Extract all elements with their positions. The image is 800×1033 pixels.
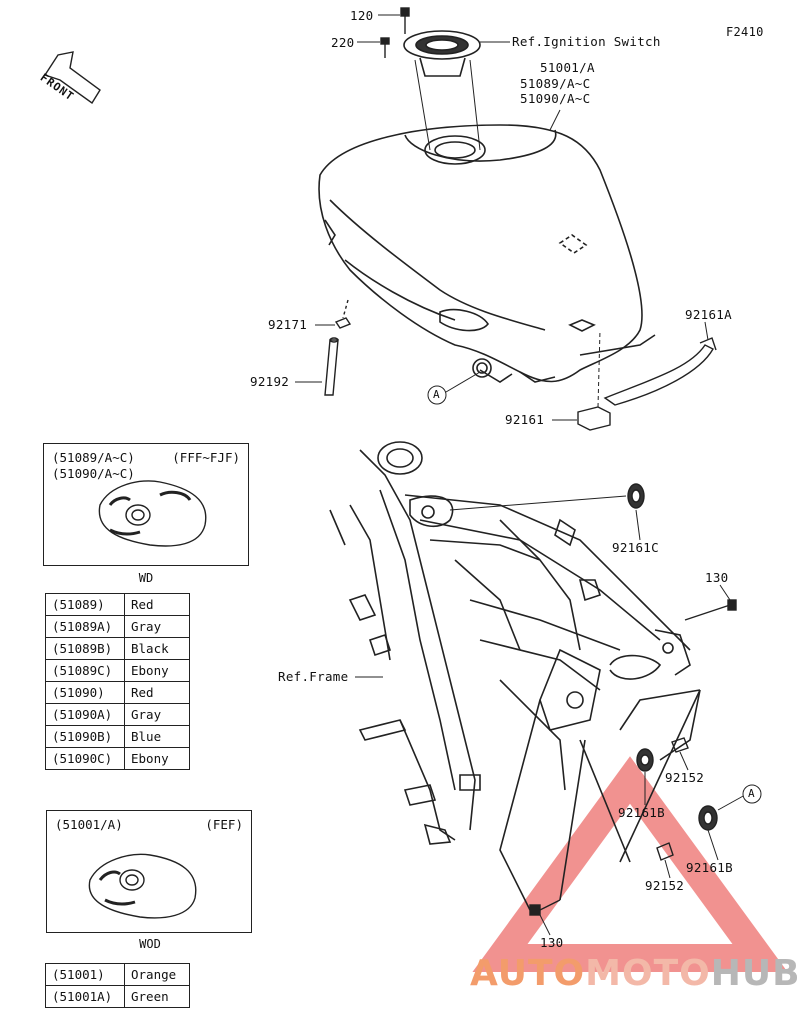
color-table-1-row: (51090)Red bbox=[45, 681, 190, 704]
color-name-cell: Red bbox=[124, 681, 190, 704]
variant-box-wd: (51089/A~C) (51090/A~C) (FFF~FJF) bbox=[43, 443, 249, 566]
color-code-cell: (51089A) bbox=[45, 615, 125, 638]
watermark-hub: HUB bbox=[710, 953, 800, 994]
watermark-auto: AUTO bbox=[470, 953, 586, 994]
label-130-right: 130 bbox=[705, 570, 729, 585]
box-wd-header-line1: (51089/A~C) bbox=[52, 450, 135, 465]
label-92152-a: 92152 bbox=[665, 770, 705, 785]
label-92161B-b: 92161B bbox=[686, 860, 733, 875]
box-wod-header-right: (FEF) bbox=[205, 817, 243, 832]
color-code-cell: (51089) bbox=[45, 593, 125, 616]
color-table-2: (51001)Orange(51001A)Green bbox=[45, 963, 190, 1008]
label-92152-b: 92152 bbox=[645, 878, 685, 893]
box-wd-header-line2: (51090/A~C) bbox=[52, 466, 135, 481]
color-table-1-row: (51090A)Gray bbox=[45, 703, 190, 726]
color-code-cell: (51090B) bbox=[45, 725, 125, 748]
color-name-cell: Green bbox=[124, 985, 190, 1008]
color-table-1-row: (51089C)Ebony bbox=[45, 659, 190, 682]
color-table-1-row: (51090C)Ebony bbox=[45, 747, 190, 770]
color-code-cell: (51001) bbox=[45, 963, 125, 986]
tank-cap bbox=[403, 30, 481, 151]
screw-220 bbox=[357, 37, 390, 58]
label-92171: 92171 bbox=[268, 317, 308, 332]
frame bbox=[329, 441, 701, 911]
box-wod-header-left: (51001/A) bbox=[55, 817, 123, 832]
color-name-cell: Gray bbox=[124, 615, 190, 638]
watermark-moto: MOTO bbox=[585, 953, 711, 994]
color-name-cell: Blue bbox=[124, 725, 190, 748]
label-92161A: 92161A bbox=[685, 307, 732, 322]
strip-92161A bbox=[603, 321, 717, 406]
color-table-1-row: (51090B)Blue bbox=[45, 725, 190, 748]
color-table-1-row: (51089B)Black bbox=[45, 637, 190, 660]
inset-tank-wd bbox=[98, 480, 207, 547]
color-code-cell: (51001A) bbox=[45, 985, 125, 1008]
label-ref-frame: Ref.Frame bbox=[278, 669, 349, 684]
box-wd-header-right: (FFF~FJF) bbox=[172, 450, 240, 465]
bolt-130-right bbox=[684, 584, 737, 621]
color-table-1: (51089)Red(51089A)Gray(51089B)Black(5108… bbox=[45, 593, 190, 770]
color-code-cell: (51090A) bbox=[45, 703, 125, 726]
ref-circle-a2 bbox=[742, 784, 762, 804]
color-name-cell: Ebony bbox=[124, 747, 190, 770]
box-wd-header-left: (51089/A~C) (51090/A~C) bbox=[52, 450, 135, 482]
color-table-1-row: (51089A)Gray bbox=[45, 615, 190, 638]
color-table-1-row: (51089)Red bbox=[45, 593, 190, 616]
box-wd-caption: WD bbox=[138, 571, 154, 585]
label-92161: 92161 bbox=[505, 412, 545, 427]
leader-tank bbox=[549, 109, 561, 131]
grommet-92161C bbox=[449, 483, 645, 541]
label-92192: 92192 bbox=[250, 374, 290, 389]
collar-92152-b bbox=[656, 842, 674, 879]
label-tank-51089: 51089/A~C bbox=[520, 76, 591, 91]
watermark-text: AUTOMOTOHUB bbox=[470, 956, 800, 992]
ref-a1-letter: A bbox=[433, 388, 440, 401]
fuel-tank bbox=[318, 124, 656, 383]
hose-92192 bbox=[295, 337, 339, 396]
label-92161B-a: 92161B bbox=[618, 805, 665, 820]
box-wod-caption: WOD bbox=[139, 937, 161, 951]
front-arrow bbox=[43, 51, 101, 105]
diagram-code: F2410 bbox=[726, 25, 764, 39]
label-tank-51090: 51090/A~C bbox=[520, 91, 591, 106]
color-code-cell: (51089C) bbox=[45, 659, 125, 682]
label-92161C: 92161C bbox=[612, 540, 659, 555]
color-code-cell: (51089B) bbox=[45, 637, 125, 660]
color-table-2-row: (51001)Orange bbox=[45, 963, 190, 986]
color-code-cell: (51090C) bbox=[45, 747, 125, 770]
label-tank-51001: 51001/A bbox=[540, 60, 595, 75]
pad-92161 bbox=[552, 329, 611, 431]
label-120-top: 120 bbox=[350, 8, 374, 23]
color-name-cell: Gray bbox=[124, 703, 190, 726]
grommet-92161B-a bbox=[636, 748, 654, 805]
label-130-bottom: 130 bbox=[540, 935, 564, 950]
variant-box-wod: (51001/A) (FEF) bbox=[46, 810, 252, 933]
clip-92171 bbox=[315, 299, 352, 329]
inset-tank-wod bbox=[88, 853, 197, 919]
bolt-120-top bbox=[378, 7, 410, 34]
label-220: 220 bbox=[331, 35, 355, 50]
color-name-cell: Orange bbox=[124, 963, 190, 986]
color-name-cell: Ebony bbox=[124, 659, 190, 682]
ref-circle-a1 bbox=[427, 385, 447, 405]
color-name-cell: Red bbox=[124, 593, 190, 616]
ref-a2-letter: A bbox=[748, 787, 755, 800]
grommet-92161B-b bbox=[698, 794, 746, 861]
color-table-2-row: (51001A)Green bbox=[45, 985, 190, 1008]
label-ref-ignition: Ref.Ignition Switch bbox=[512, 34, 661, 49]
color-code-cell: (51090) bbox=[45, 681, 125, 704]
color-name-cell: Black bbox=[124, 637, 190, 660]
collar-92152-a bbox=[671, 737, 689, 771]
bolt-130-bottom bbox=[529, 899, 561, 936]
